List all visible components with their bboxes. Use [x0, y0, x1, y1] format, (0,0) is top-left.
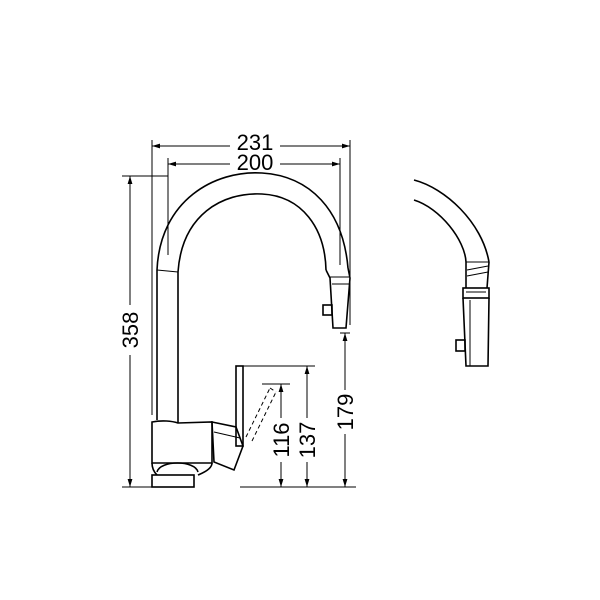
dimension-137: 137 — [240, 365, 320, 487]
dimension-231: 231 — [151, 130, 351, 415]
dim-label-179: 179 — [333, 394, 358, 431]
dimension-179: 179 — [332, 332, 358, 487]
faucet-front-view — [151, 172, 351, 488]
dim-label-358: 358 — [118, 312, 143, 349]
dim-label-116: 116 — [269, 422, 294, 457]
dim-label-231: 231 — [237, 130, 274, 155]
dimension-358: 358 — [116, 175, 168, 488]
dimension-200: 200 — [167, 150, 341, 265]
dim-label-200: 200 — [237, 150, 274, 175]
spray-head-side-view — [413, 179, 490, 367]
dim-label-137: 137 — [295, 422, 320, 459]
dimension-116: 116 — [262, 383, 294, 487]
